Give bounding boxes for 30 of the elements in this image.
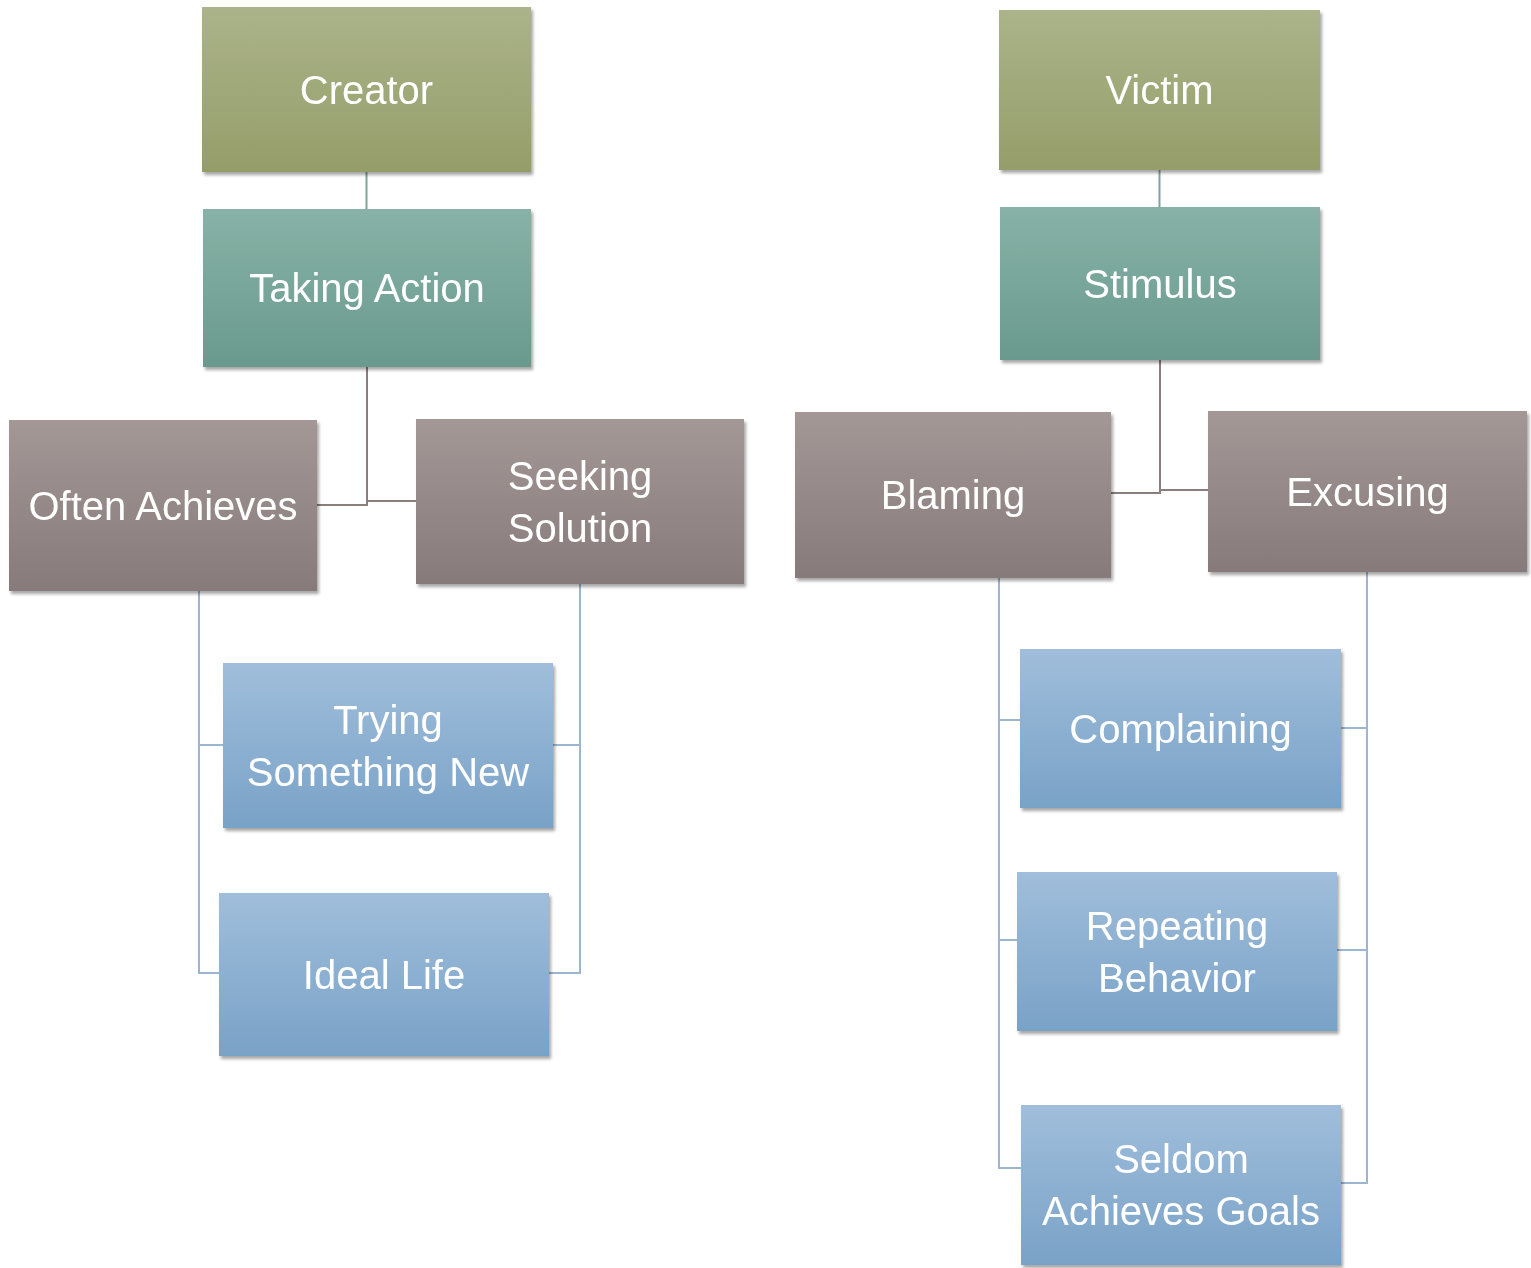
node-label: Often Achieves <box>28 482 298 530</box>
node-label: Victim <box>1105 67 1214 114</box>
node-box <box>202 7 531 172</box>
node-box <box>999 10 1320 170</box>
node-box <box>219 893 549 1056</box>
node-box <box>223 663 553 828</box>
node-label: Complaining <box>1069 705 1292 753</box>
node-label: Repeating Behavior <box>1084 902 1270 1002</box>
connector-line <box>366 366 417 502</box>
node-box <box>795 412 1111 578</box>
node-label: Taking Action <box>249 265 485 312</box>
node-label: Stimulus <box>1083 260 1237 308</box>
node-box <box>9 420 317 591</box>
node-label: Excusing <box>1286 468 1449 516</box>
node-label: Trying Something New <box>245 696 531 796</box>
connector-line <box>1158 169 1161 208</box>
node-box <box>1017 872 1337 1031</box>
node-label: Ideal Life <box>302 951 466 999</box>
node-label: Blaming <box>880 472 1026 519</box>
node-label: Creator <box>299 66 434 114</box>
node-label: Seldom Achieves Goals <box>1041 1136 1321 1235</box>
node-box <box>416 419 744 584</box>
node-box <box>1021 1105 1341 1265</box>
node-label: Seeking Solution <box>506 452 654 552</box>
node-box <box>1020 649 1341 808</box>
connector-line <box>1159 359 1209 491</box>
node-box <box>203 209 531 367</box>
connector-line <box>365 171 368 210</box>
node-box <box>1000 207 1320 360</box>
node-box <box>1208 411 1527 572</box>
